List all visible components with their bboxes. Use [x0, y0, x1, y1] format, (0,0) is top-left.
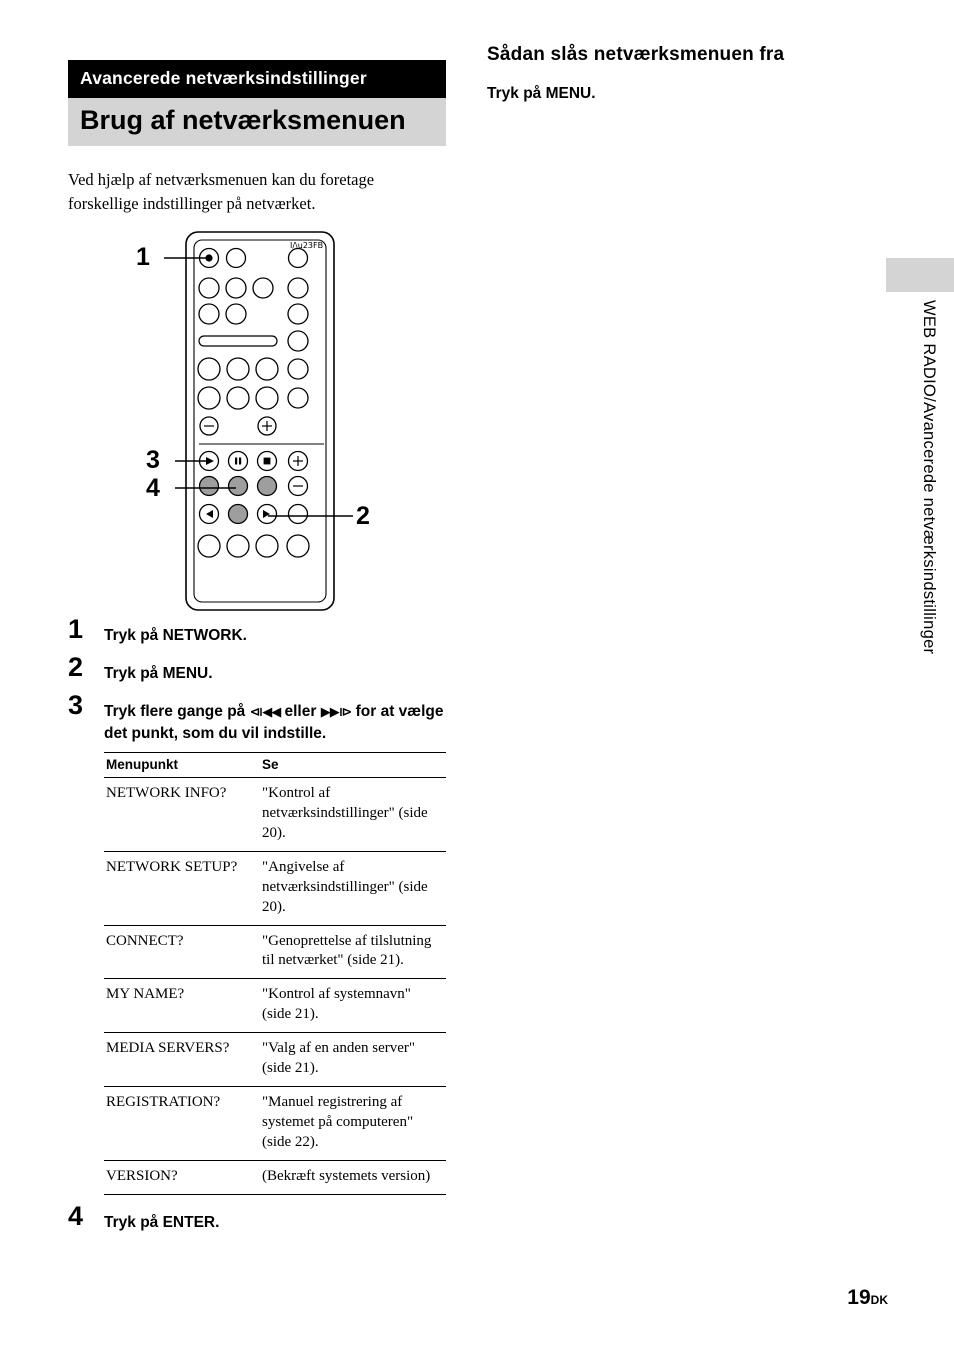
right-column: Sådan slås netværksmenuen fra Tryk på ME…: [487, 44, 867, 103]
step-3-text-before: Tryk flere gange på: [104, 703, 250, 721]
table-row: MEDIA SERVERS? "Valg af en anden server"…: [104, 1032, 446, 1088]
step-1-text: Tryk på NETWORK.: [104, 627, 247, 645]
step-4: 4 Tryk på ENTER.: [68, 1202, 446, 1239]
table-header-row: Menupunkt Se: [104, 751, 446, 778]
page-title: Brug af netværksmenuen: [68, 98, 446, 147]
table-row: VERSION? (Bekræft systemets version): [104, 1160, 446, 1195]
prev-track-icon: ⧏◀◀: [249, 705, 282, 721]
page-number: 19DK: [847, 1286, 888, 1310]
svg-text:I/\u23FB: I/\u23FB: [290, 241, 323, 250]
table-row: NETWORK INFO? "Kontrol af netværksindsti…: [104, 777, 446, 852]
steps-list: 1 Tryk på NETWORK. 2 Tryk på MENU. 3 Try…: [68, 616, 446, 1239]
table-cell-see: "Valg af en anden server" (side 21).: [260, 1032, 446, 1088]
remote-control-illustration: I/\u23FB: [68, 226, 446, 616]
table-cell-item: MY NAME?: [104, 978, 260, 1034]
table-cell-see: "Kontrol af netværksindstillinger" (side…: [260, 777, 446, 852]
step-3-text: Tryk flere gange på ⧏◀◀ eller ▶▶⧐ for at…: [104, 698, 446, 744]
step-2-number: 2: [68, 652, 84, 683]
page-number-suffix: DK: [870, 1293, 888, 1307]
side-tab-label: WEB RADIO/Avancerede netværksindstilling…: [920, 300, 938, 655]
step-1: 1 Tryk på NETWORK.: [68, 616, 446, 652]
table-cell-see: "Kontrol af systemnavn" (side 21).: [260, 978, 446, 1034]
remote-control-svg: I/\u23FB: [164, 231, 353, 611]
intro-paragraph: Ved hjælp af netværksmenuen kan du foret…: [68, 170, 375, 214]
page-number-value: 19: [847, 1286, 871, 1309]
table-cell-see: "Genoprettelse af tilslutning til netvær…: [260, 925, 446, 980]
left-column: Avancerede netværksindstillinger Brug af…: [68, 60, 446, 1247]
callout-1: 1: [136, 243, 150, 272]
table-row: MY NAME? "Kontrol af systemnavn" (side 2…: [104, 978, 446, 1034]
callout-3: 3: [146, 446, 160, 475]
table-cell-item: NETWORK INFO?: [104, 777, 260, 852]
step-4-text: Tryk på ENTER.: [104, 1213, 220, 1231]
menu-items-table: Menupunkt Se NETWORK INFO? "Kontrol af n…: [104, 751, 446, 1195]
table-cell-item: MEDIA SERVERS?: [104, 1032, 260, 1088]
step-3: 3 Tryk flere gange på ⧏◀◀ eller ▶▶⧐ for …: [68, 692, 446, 744]
next-track-icon: ▶▶⧐: [320, 705, 353, 721]
table-row: REGISTRATION? "Manuel registrering af sy…: [104, 1086, 446, 1161]
table-header-se: Se: [260, 751, 446, 778]
table-cell-item: NETWORK SETUP?: [104, 851, 260, 926]
step-4-number: 4: [68, 1200, 84, 1231]
right-section-body: Tryk på MENU.: [487, 84, 596, 102]
step-3-text-after: for at vælge det punkt, som du vil indst…: [104, 703, 444, 742]
table-cell-item: VERSION?: [104, 1160, 260, 1195]
table-cell-see: (Bekræft systemets version): [260, 1160, 446, 1195]
table-row: CONNECT? "Genoprettelse af tilslutning t…: [104, 925, 446, 980]
step-2: 2 Tryk på MENU.: [68, 654, 446, 690]
table-header-menupunkt: Menupunkt: [104, 751, 260, 778]
step-3-text-mid: eller: [280, 703, 321, 721]
step-1-number: 1: [68, 614, 84, 645]
side-tab-marker: [886, 258, 954, 292]
table-row: NETWORK SETUP? "Angivelse af netværksind…: [104, 851, 446, 926]
right-section-heading: Sådan slås netværksmenuen fra: [487, 44, 785, 65]
callout-2: 2: [356, 502, 370, 531]
table-cell-see: "Manuel registrering af systemet på comp…: [260, 1086, 446, 1161]
step-3-number: 3: [68, 690, 84, 721]
callout-4: 4: [146, 474, 160, 503]
step-2-text: Tryk på MENU.: [104, 665, 213, 683]
table-cell-item: CONNECT?: [104, 925, 260, 980]
table-cell-see: "Angivelse af netværksindstillinger" (si…: [260, 851, 446, 926]
table-cell-item: REGISTRATION?: [104, 1086, 260, 1161]
chapter-heading: Avancerede netværksindstillinger: [68, 60, 446, 99]
